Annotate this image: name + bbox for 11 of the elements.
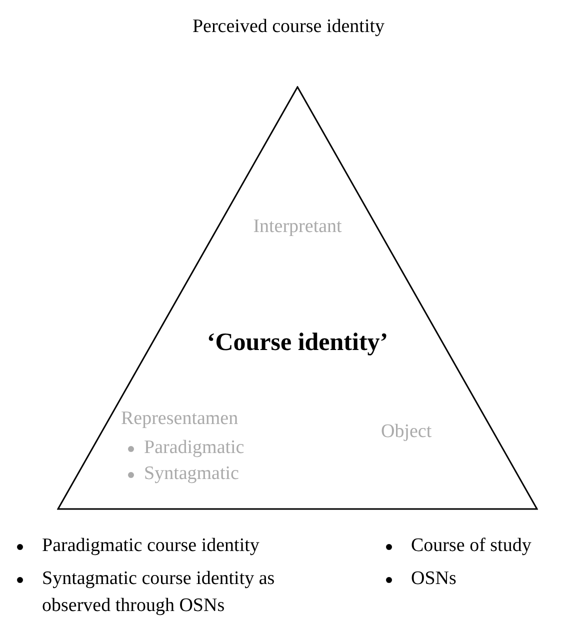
list-item: Paradigmatic course identity [42,534,260,558]
list-item: OSNs [411,567,458,591]
corner-label: Object [381,421,432,443]
corner-label: Interpretant [252,216,343,238]
list-item: Syntagmatic course identity as observed through OSNs [42,567,276,618]
list-item: Course of study [411,534,532,558]
corner-label: Syntagmatic [144,463,239,485]
diagram-title: Perceived course identity [191,16,386,38]
center-label: ‘Course identity’ [206,329,390,358]
corner-label: Paradigmatic [144,437,244,459]
corner-label: Representamen [121,408,238,430]
